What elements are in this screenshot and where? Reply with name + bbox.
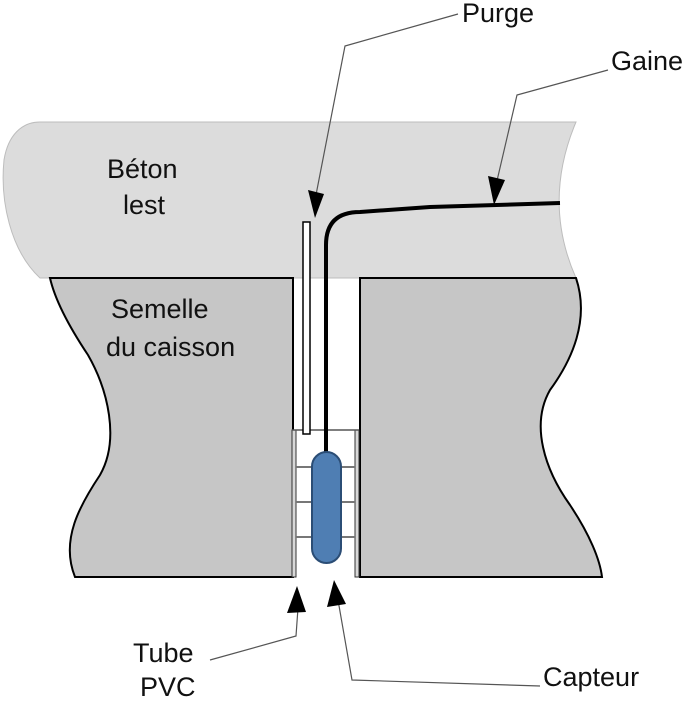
gaine-arrowhead (488, 176, 505, 205)
tube-arrowhead (287, 586, 306, 613)
purge-leader-line (314, 13, 459, 201)
gaine-cable (324, 201, 561, 455)
capteur-sensor (311, 451, 342, 564)
pvc-tube-right-wall (354, 429, 360, 578)
label-semelle-line2: du caisson (106, 332, 235, 362)
gaine-leader-line (495, 69, 609, 186)
capteur-arrowhead (327, 580, 346, 607)
capteur-leader-line (337, 599, 541, 687)
beton-lest-layer (2, 121, 577, 279)
purge-arrowhead (308, 190, 324, 218)
semelle-right-block (359, 277, 604, 578)
label-purge: Purge (462, 0, 534, 28)
label-gaine: Gaine (611, 46, 683, 76)
purge-pipe (302, 221, 311, 435)
label-tube-line1: Tube (133, 638, 194, 668)
tube-leader-line (209, 607, 299, 661)
pvc-tube-left-wall (291, 429, 297, 578)
semelle-left-block (48, 277, 294, 578)
label-capteur: Capteur (543, 662, 639, 692)
label-beton-line1: Béton (107, 154, 178, 184)
label-semelle-line1: Semelle (111, 294, 209, 324)
label-tube-line2: PVC (140, 672, 196, 701)
label-beton-line2: lest (123, 190, 166, 220)
